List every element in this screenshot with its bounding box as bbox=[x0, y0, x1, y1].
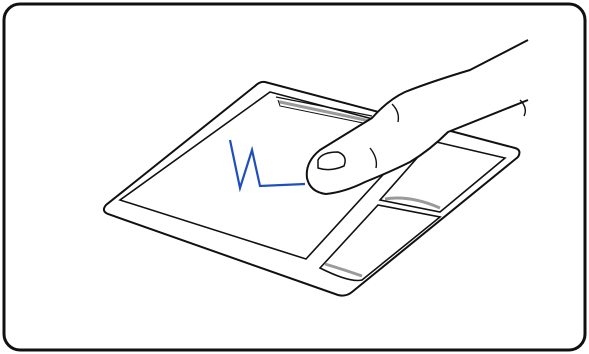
illustration-canvas bbox=[0, 0, 589, 354]
touchpad-illustration bbox=[0, 0, 589, 354]
